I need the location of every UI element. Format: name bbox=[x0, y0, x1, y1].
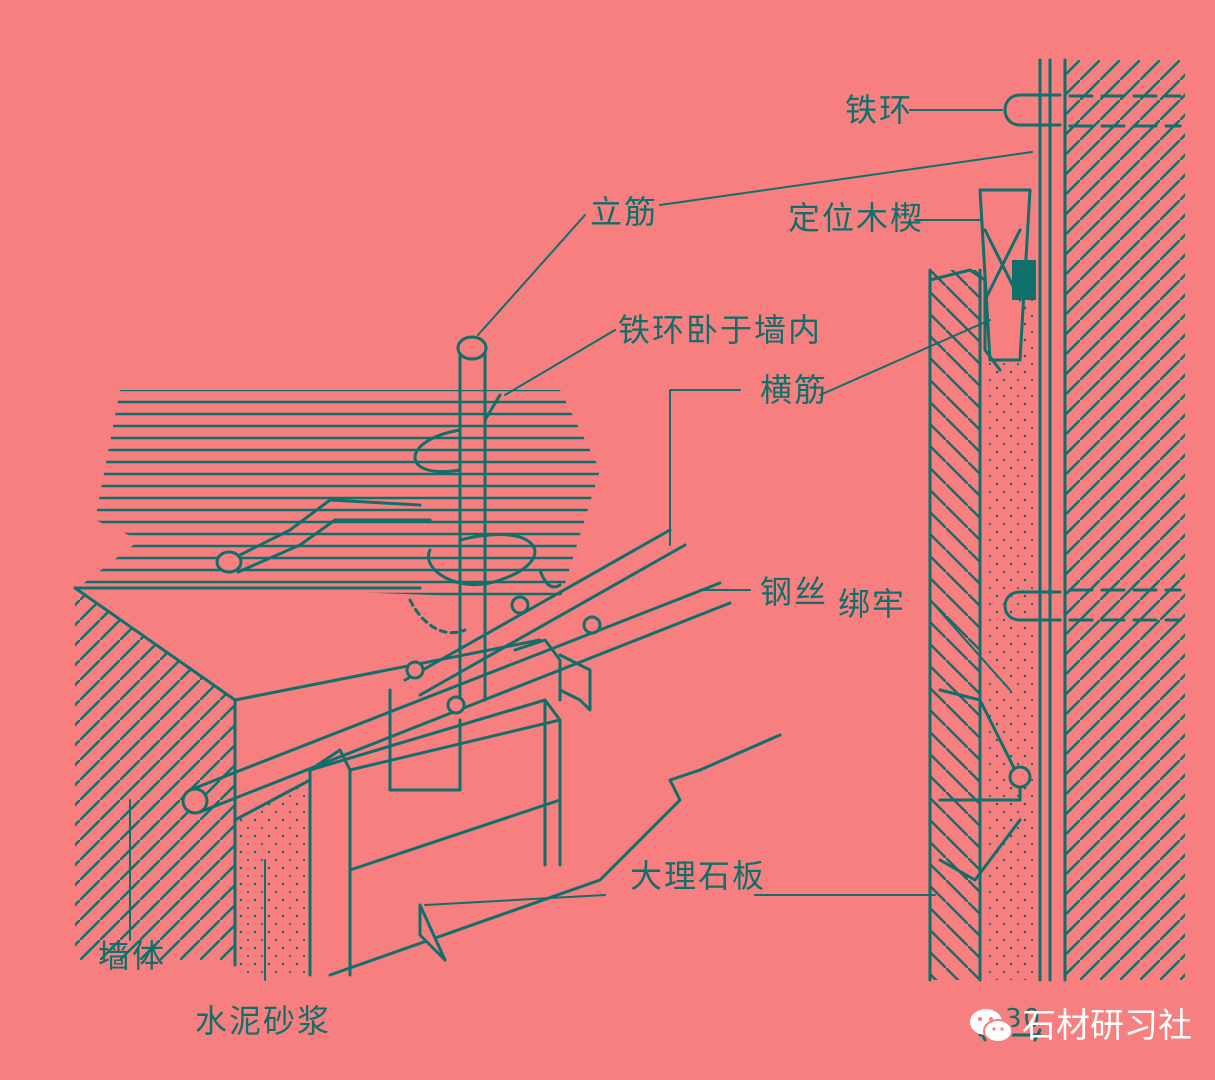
watermark: 石材研习社 bbox=[968, 1006, 1192, 1046]
label-tie-firmly: 绑牢 bbox=[838, 585, 907, 623]
leader-lines bbox=[129, 109, 1033, 981]
wechat-icon bbox=[970, 1009, 1013, 1043]
label-vertical-bar: 立筋 bbox=[590, 193, 659, 231]
label-iron-ring: 铁环 bbox=[845, 91, 914, 129]
mortar-layer bbox=[235, 780, 310, 975]
label-wood-wedge: 定位木楔 bbox=[788, 199, 925, 237]
marble-slab-left bbox=[233, 638, 782, 977]
wall-front-face bbox=[75, 590, 235, 960]
vertical-bar-perspective bbox=[456, 335, 488, 702]
horizontal-bar-perspective bbox=[181, 528, 732, 815]
label-horizontal-bar: 横筋 bbox=[760, 371, 829, 409]
iron-ring-loops bbox=[215, 393, 602, 715]
section-wall bbox=[1065, 60, 1185, 980]
section-marble bbox=[930, 270, 980, 980]
label-cement-mortar: 水泥砂浆 bbox=[195, 1002, 332, 1040]
label-iron-ring-in-wall: 铁环卧于墙内 bbox=[618, 311, 823, 349]
label-wall-body: 墙体 bbox=[98, 937, 167, 975]
section-view bbox=[928, 58, 1185, 1042]
wall-perspective bbox=[73, 390, 600, 967]
label-steel-wire: 钢丝 bbox=[760, 573, 829, 611]
wall-top-face bbox=[75, 390, 600, 600]
label-marble-slab: 大理石板 bbox=[630, 857, 767, 895]
watermark-text: 石材研习社 bbox=[1022, 1006, 1192, 1046]
